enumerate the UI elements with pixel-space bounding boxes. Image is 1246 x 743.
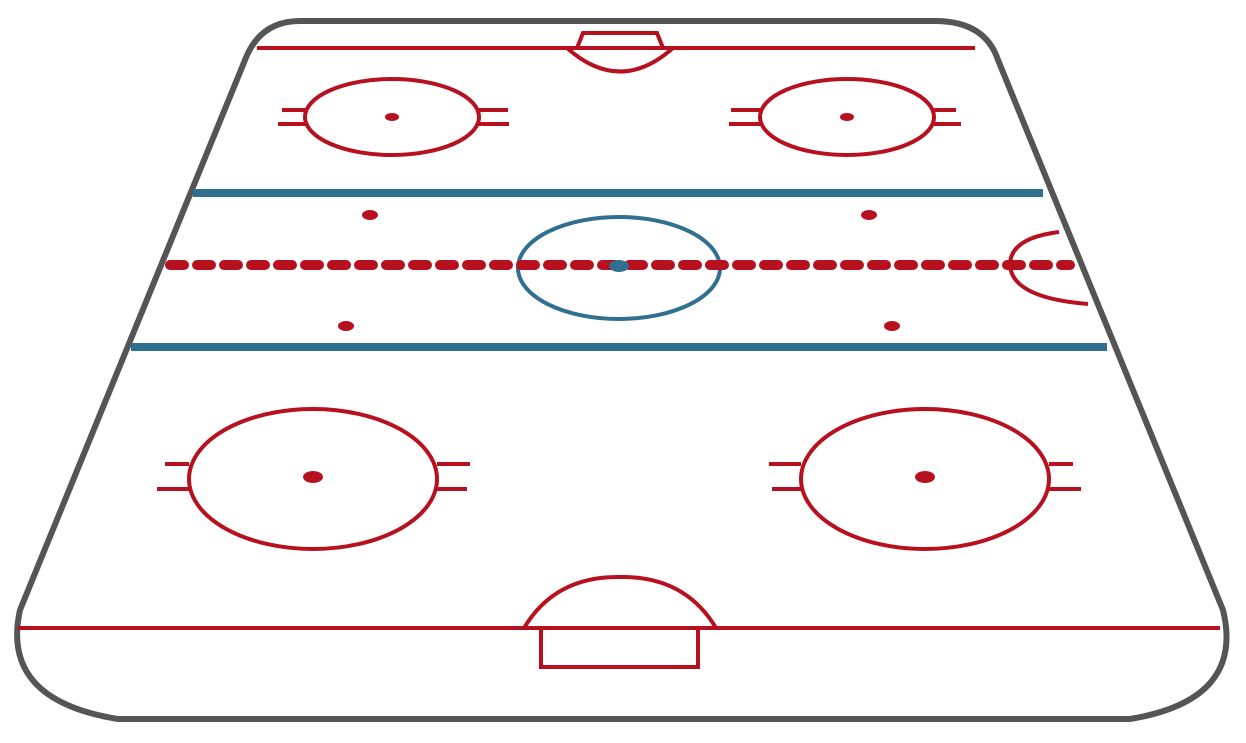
faceoff-circle-near-left — [157, 407, 470, 551]
faceoff-circle-far-left — [278, 77, 509, 157]
near-goal-crease — [522, 574, 718, 630]
neutral-zone-dot — [362, 210, 378, 220]
faceoff-circle-near-right — [769, 407, 1081, 551]
neutral-zone-dot — [861, 210, 877, 220]
far-goal-net — [575, 31, 665, 49]
center-faceoff-dot — [609, 260, 629, 272]
far-goal-crease — [565, 46, 675, 74]
rink-boards — [14, 18, 1230, 722]
neutral-zone-dot — [884, 321, 900, 331]
near-goal-net — [539, 628, 700, 669]
faceoff-circle-far-right — [729, 77, 961, 157]
neutral-zone-dot — [338, 321, 354, 331]
